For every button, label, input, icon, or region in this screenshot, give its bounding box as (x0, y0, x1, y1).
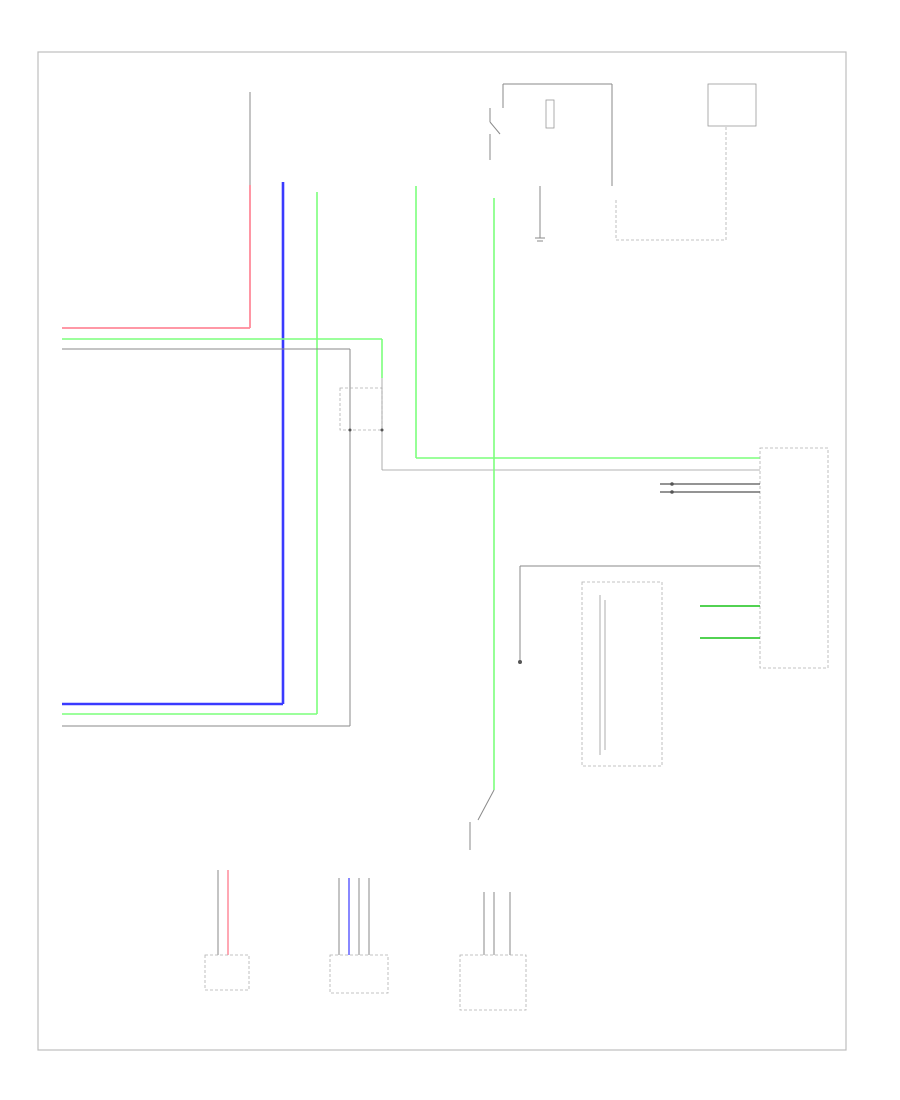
grey-wire-loop (62, 348, 351, 727)
diagram-frame (37, 51, 847, 1051)
blue-wire-path (62, 182, 285, 706)
top-switch (489, 83, 613, 186)
bottom-center-switch (469, 789, 495, 850)
relay-block (339, 378, 760, 471)
top-right-component (615, 83, 757, 241)
ground-symbol (535, 186, 545, 242)
green-wire-top (415, 186, 760, 459)
signal-line (518, 565, 760, 664)
bottom-connector-middle (329, 878, 389, 994)
green-wire-left (62, 192, 383, 715)
bottom-connector-right (459, 892, 527, 1011)
bottom-connector-left (204, 870, 250, 991)
right-ecu-box (660, 447, 829, 669)
top-power-feed (62, 92, 251, 329)
switch-assembly (581, 581, 760, 767)
